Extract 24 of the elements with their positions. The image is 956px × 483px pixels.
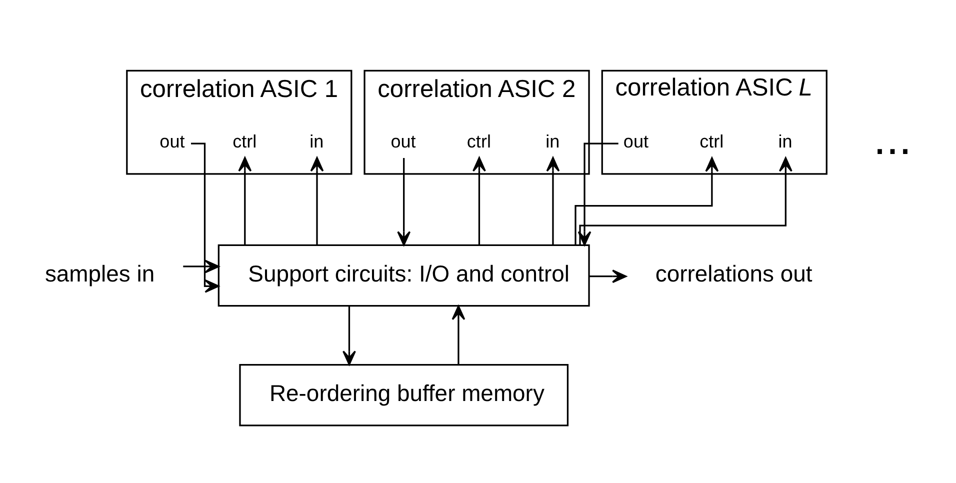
node-text: out xyxy=(390,131,416,152)
arrow xyxy=(310,156,324,245)
label: ... xyxy=(873,112,912,164)
arrow xyxy=(397,158,411,246)
node-text: samples in xyxy=(44,260,155,287)
arrow xyxy=(589,270,627,284)
arrow xyxy=(546,156,560,245)
arrow xyxy=(342,306,356,366)
node-text: ctrl xyxy=(232,131,257,152)
node-text: in xyxy=(546,131,560,152)
node-box: Support circuits: I/O and control xyxy=(218,244,590,307)
node-box: Re-ordering buffer memory xyxy=(239,364,569,426)
node-text: in xyxy=(310,131,324,152)
node-text: out xyxy=(160,131,185,152)
node-text: in xyxy=(778,131,792,152)
node-text: out xyxy=(623,131,648,152)
node-text: correlations out xyxy=(655,260,812,287)
arrow xyxy=(579,157,792,245)
arrow xyxy=(472,156,486,245)
node-text: ctrl xyxy=(466,131,491,152)
arrow xyxy=(183,260,220,274)
arrow xyxy=(452,305,466,364)
arrow xyxy=(238,156,252,245)
node-text: ctrl xyxy=(700,131,724,152)
